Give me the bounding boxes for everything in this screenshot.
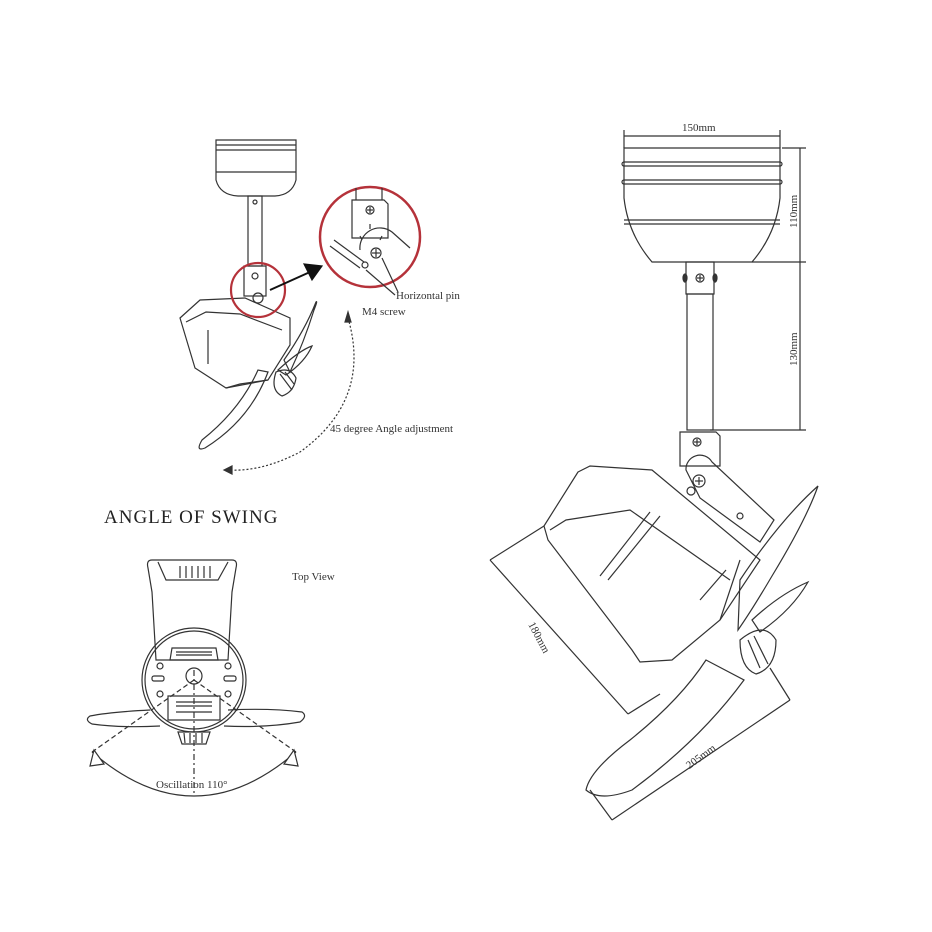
top-view-label: Top View — [292, 571, 335, 583]
downrod-length-dim: 130mm — [788, 332, 800, 366]
horizontal-pin-label: Horizontal pin — [396, 290, 460, 302]
section-title: ANGLE OF SWING — [104, 507, 279, 528]
dimension-view — [489, 130, 819, 821]
side-view-small — [179, 139, 355, 475]
canopy-height-dim: 110mm — [788, 194, 800, 228]
top-view — [86, 559, 306, 797]
angle-adjustment-label: 45 degree Angle adjustment — [330, 423, 454, 435]
canopy-width-dim: 150mm — [682, 122, 716, 134]
oscillation-label: Oscillation 110° — [156, 779, 228, 791]
detail-magnified — [318, 185, 422, 296]
m4-screw-label: M4 screw — [362, 306, 406, 318]
